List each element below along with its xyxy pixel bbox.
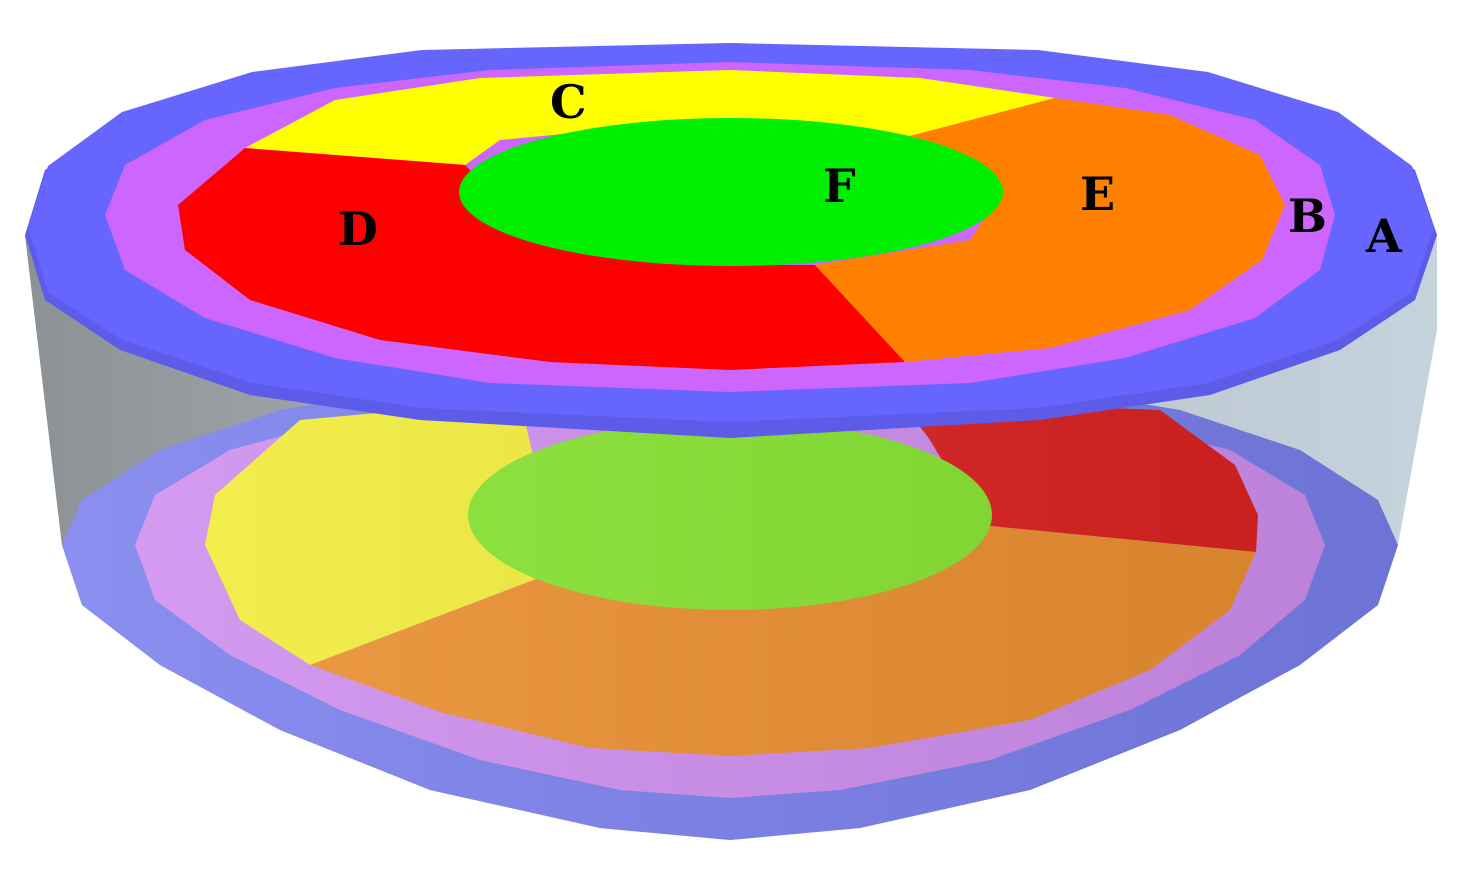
label-f: F xyxy=(823,159,856,213)
region-f xyxy=(459,118,1003,266)
label-e: E xyxy=(1080,167,1115,221)
label-c: C xyxy=(550,75,587,129)
region-d xyxy=(178,148,905,370)
bottom-disk xyxy=(62,370,1398,840)
label-d: D xyxy=(338,202,378,256)
top-disk xyxy=(28,43,1434,422)
bottom-shading xyxy=(62,370,1398,840)
label-b: B xyxy=(1288,189,1327,243)
region-e xyxy=(815,98,1285,362)
region-c xyxy=(245,70,1055,165)
label-a: A xyxy=(1365,209,1403,263)
